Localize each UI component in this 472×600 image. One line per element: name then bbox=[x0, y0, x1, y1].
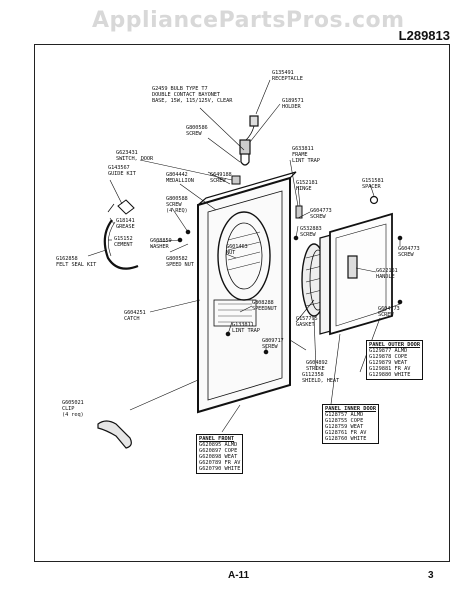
panel-front-title: PANEL FRONT bbox=[199, 436, 235, 442]
callout-spacer: G151581 SPACER bbox=[362, 178, 384, 190]
callout-nut: G601463 NUT bbox=[226, 244, 248, 256]
receptacle bbox=[249, 115, 259, 127]
callout-medallion: G804442 MEDALLION bbox=[166, 172, 194, 184]
bulb-holder bbox=[239, 139, 251, 155]
panel-inner-door-table: PANEL INNER DOOR G128757 ALMD G128755 CO… bbox=[322, 404, 380, 444]
callout-strike: G604892 STRIKE bbox=[306, 360, 328, 372]
panel-front-item: G620898 WEAT bbox=[199, 454, 238, 460]
panel-outer-door-item: G129881 FR AV bbox=[369, 366, 411, 372]
light-bulb bbox=[240, 154, 250, 166]
callout-holder: G189571 HOLDER bbox=[282, 98, 304, 110]
callout-lint-trap: G133811 LINT TRAP bbox=[232, 322, 260, 334]
callout-screw-bottom: G809717 SCREW bbox=[262, 338, 284, 350]
callout-frame-lint: G633811 FRAME LINT TRAP bbox=[292, 146, 320, 164]
callout-screw-16: G649188 SCREW bbox=[210, 172, 232, 184]
callout-screw-mid: G532883 SCREW bbox=[300, 226, 322, 238]
lint-trap-frame bbox=[213, 299, 257, 327]
callout-handle: G622161 HANDLE bbox=[376, 268, 398, 280]
watermark: AppliancePartsPros.com bbox=[92, 8, 405, 33]
panel-front-table: PANEL FRONT G620895 ALMD G620897 COPE G6… bbox=[196, 434, 244, 474]
callout-grease: G18141 GREASE bbox=[116, 218, 135, 230]
callout-screw-14: G800588 SCREW (4 REQ) bbox=[166, 196, 188, 214]
callout-cement: G15152 CEMENT bbox=[114, 236, 133, 248]
panel-inner-door-item: G128760 WHITE bbox=[325, 436, 367, 442]
panel-front-item: G620897 COPE bbox=[199, 448, 238, 454]
callout-screw-lower-right: G604773 SCREW bbox=[378, 306, 400, 318]
callout-catch: G604251 CATCH bbox=[124, 310, 146, 322]
panel-front-item: G620789 FR AV bbox=[199, 460, 241, 466]
callout-speed-nut-left: G800582 SPEED NUT bbox=[166, 256, 194, 268]
door-clip bbox=[97, 420, 132, 449]
diagram-border bbox=[34, 44, 450, 562]
panel-outer-door-item: G129879 WEAT bbox=[369, 360, 408, 366]
panel-inner-door-item: G128755 COPE bbox=[325, 418, 364, 424]
callout-felt-seal: G162858 FELT SEAL KIT bbox=[56, 256, 97, 268]
panel-outer-door-title: PANEL OUTER DOOR bbox=[369, 342, 421, 348]
panel-front-item: G620895 ALMD bbox=[199, 442, 238, 448]
callout-hinge: G152181 HINGE bbox=[296, 180, 318, 192]
callout-shield-heat: G112358 SHIELD, HEAT bbox=[302, 372, 340, 384]
callout-screw-right-top: G604773 SCREW bbox=[310, 208, 332, 220]
page-code: A-11 bbox=[228, 570, 250, 581]
panel-outer-door-item: G129878 COPE bbox=[369, 354, 408, 360]
panel-inner-door-item: G128757 ALMD bbox=[325, 412, 364, 418]
callout-screw-top: G800586 SCREW bbox=[186, 125, 208, 137]
callout-receptacle: G135491 RECEPTACLE bbox=[272, 70, 303, 82]
callout-clip: G605021 CLIP (4 req) bbox=[62, 400, 84, 418]
guide-kit bbox=[117, 199, 135, 215]
spacer bbox=[369, 195, 379, 205]
callout-switch-door: G623431 SWITCH, DOOR bbox=[116, 150, 154, 162]
door-handle bbox=[347, 255, 358, 279]
panel-inner-door-item: G128761 FR AV bbox=[325, 430, 367, 436]
felt-seal bbox=[103, 219, 139, 270]
panel-outer-door-table: PANEL OUTER DOOR G129877 ALMD G129878 CO… bbox=[366, 340, 424, 380]
callout-screw-right: G604773 SCREW bbox=[398, 246, 420, 258]
callout-bulb: G2459 BULB TYPE T7 DOUBLE CONTACT BAYONE… bbox=[152, 86, 233, 104]
door-switch bbox=[231, 175, 241, 185]
callout-speednut: G808288 SPEEDNUT bbox=[252, 300, 277, 312]
model-part-number: L289813 bbox=[398, 28, 450, 43]
panel-outer-door-item: G129877 ALMD bbox=[369, 348, 408, 354]
page-number: 3 bbox=[428, 570, 434, 581]
panel-outer-door-item: G129880 WHITE bbox=[369, 372, 411, 378]
front-panel bbox=[197, 176, 291, 414]
callout-guide-kit: G143567 GUIDE KIT bbox=[108, 165, 136, 177]
callout-washer: G608859 WASHER bbox=[150, 238, 172, 250]
hinge bbox=[295, 205, 303, 219]
panel-front-item: G620790 WHITE bbox=[199, 466, 241, 472]
callout-gasket: G157795 GASKET bbox=[296, 316, 318, 328]
panel-inner-door-title: PANEL INNER DOOR bbox=[325, 406, 377, 412]
outer-door bbox=[329, 212, 393, 336]
panel-inner-door-item: G128759 WEAT bbox=[325, 424, 364, 430]
